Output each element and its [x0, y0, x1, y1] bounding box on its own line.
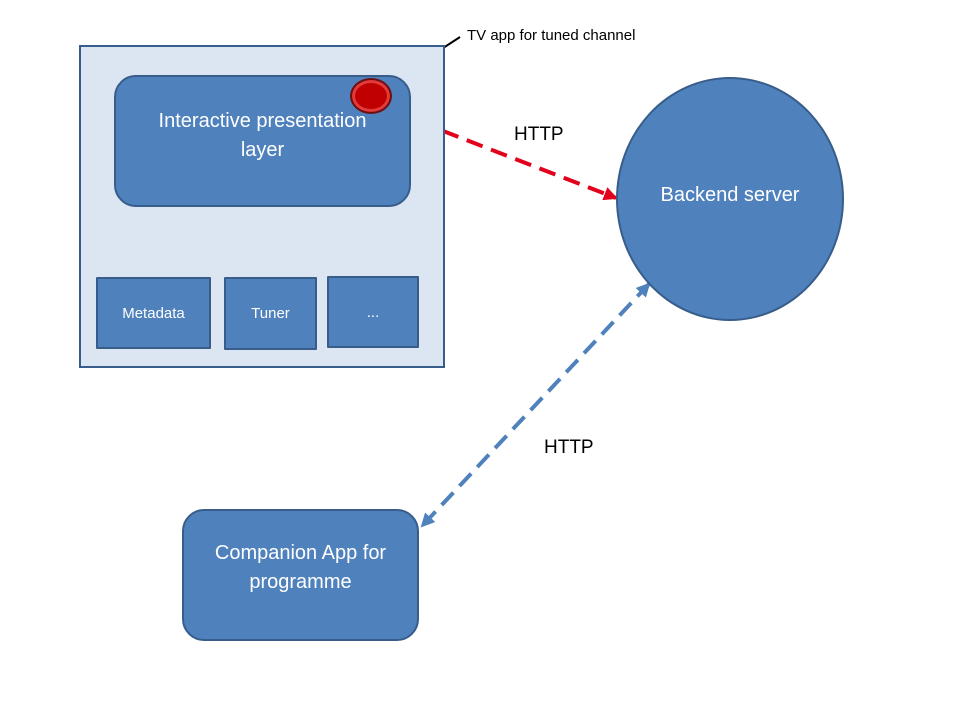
companion-app-label: Companion App for programme	[214, 542, 387, 593]
http-blue-dashed-arrow	[420, 282, 651, 528]
tv-app-callout-label: TV app for tuned channel	[467, 27, 636, 44]
backend-server-label: Backend server	[660, 183, 800, 206]
metadata-label: Metadata	[122, 304, 185, 322]
http-label-top: HTTP	[514, 124, 564, 145]
presentation-layer-label: Interactive presentation layer	[158, 110, 367, 161]
tv-app-indicator	[350, 78, 392, 114]
tuner-box: Tuner	[224, 277, 317, 350]
more-components-label: ...	[366, 303, 380, 321]
tuner-label: Tuner	[251, 305, 290, 322]
backend-server-node: Backend server	[616, 77, 844, 321]
more-components-box: ...	[327, 276, 419, 348]
companion-app-box: Companion App for programme	[182, 509, 419, 641]
http-label-bottom: HTTP	[544, 437, 594, 458]
metadata-box: Metadata	[96, 277, 211, 349]
